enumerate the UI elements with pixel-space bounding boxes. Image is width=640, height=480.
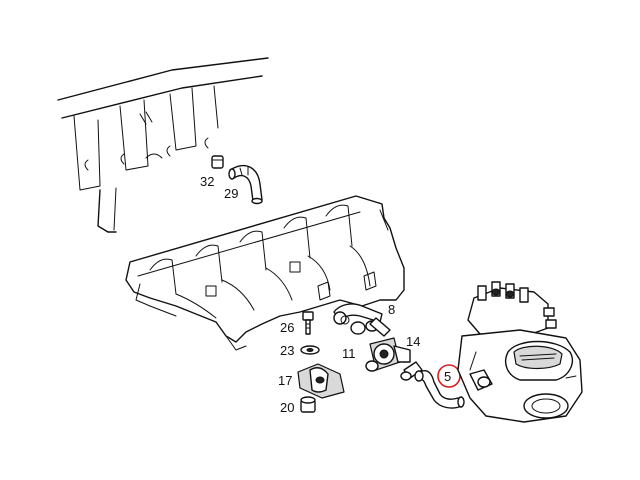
label-29: 29: [224, 186, 238, 201]
part-11-valve: [365, 337, 411, 372]
label-14: 14: [406, 334, 420, 349]
label-23: 23: [280, 343, 294, 358]
part-23-washer: [300, 345, 320, 355]
label-32: 32: [200, 174, 214, 189]
part-26-bolt: [302, 311, 314, 335]
part-32-fitting: [211, 155, 224, 169]
label-20: 20: [280, 400, 294, 415]
intake-manifold: [125, 195, 405, 351]
label-11: 11: [342, 346, 356, 361]
part-14-connector: [400, 361, 423, 381]
part-20-sleeve: [300, 396, 316, 413]
engine-block: [57, 57, 269, 233]
part-5-hose: [414, 370, 465, 409]
part-17-bracket: [297, 363, 345, 399]
label-17: 17: [278, 373, 292, 388]
label-26: 26: [280, 320, 294, 335]
throttle-housing: [457, 281, 583, 423]
part-29-hose: [228, 165, 263, 205]
part-8-hose: [333, 303, 391, 337]
label-5: 5: [444, 369, 451, 384]
label-8: 8: [388, 302, 395, 317]
